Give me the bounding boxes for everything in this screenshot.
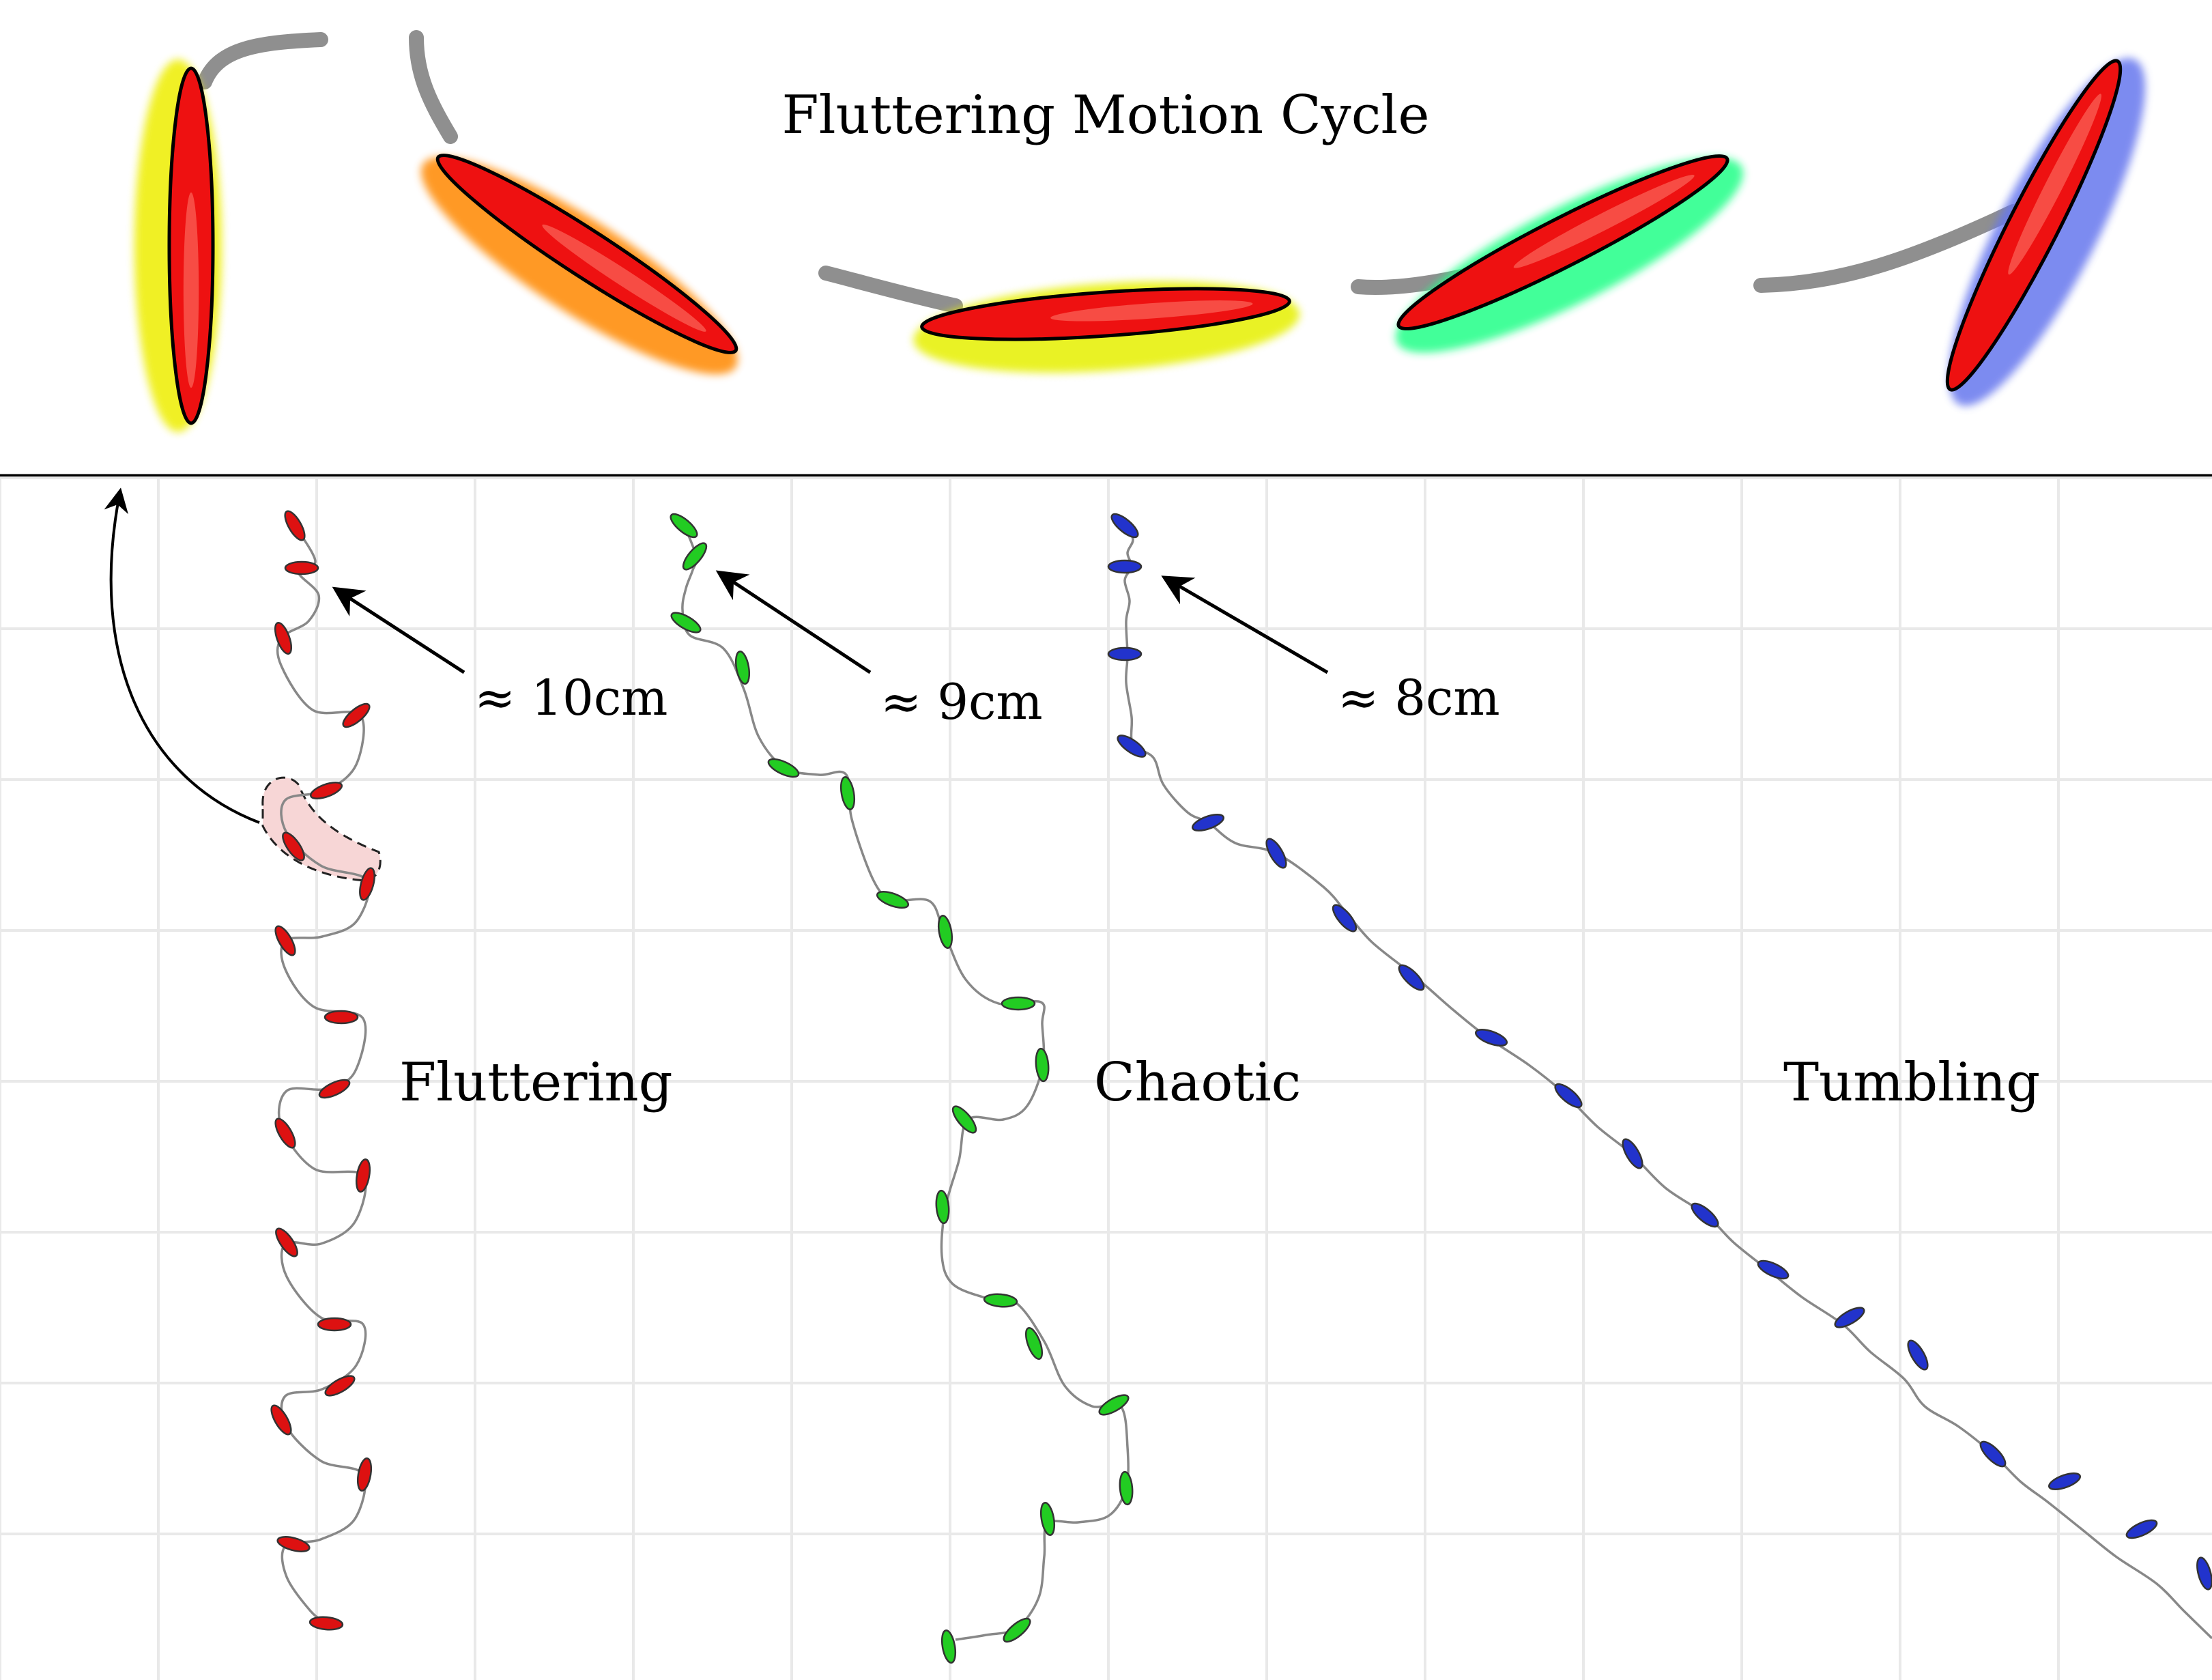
chaotic-disk-marker [670, 513, 698, 539]
tumbling-disk-marker [1757, 1259, 1790, 1280]
tumbling-disk-marker [1117, 735, 1147, 758]
chaotic-path [681, 524, 1130, 1641]
tumbling-trajectory [1107, 513, 2212, 1640]
trajectory-labels: ≈ 10cm ≈ 9cm ≈ 8cm Fluttering Chaotic Tu… [332, 570, 2040, 1113]
chaotic-disk-marker [767, 758, 800, 778]
cycle-panel: Fluttering Motion Cycle [134, 30, 2146, 432]
fluttering-disk-marker [309, 781, 343, 800]
chaotic-trajectory [670, 513, 1134, 1664]
chaotic-disk-marker [1039, 1502, 1056, 1536]
chaotic-disk-marker [1098, 1394, 1130, 1416]
fluttering-disk-marker [324, 1010, 359, 1025]
background-grid [0, 476, 2212, 1680]
chaotic-disk-marker [670, 612, 702, 633]
chaotic-label: Chaotic [1094, 1052, 1301, 1113]
tumbling-disk-marker [1398, 964, 1425, 991]
tumbling-disk-marker [1979, 1440, 2007, 1468]
fluttering-pointer-arrow [332, 586, 465, 674]
chaotic-disk-marker [983, 1293, 1018, 1308]
fluttering-disk-marker [270, 1404, 292, 1436]
tumbling-disk-marker [2125, 1519, 2158, 1539]
chaotic-disk-marker [1001, 996, 1036, 1011]
fluttering-disk-marker [318, 1079, 351, 1099]
fluttering-start-annotation: ≈ 10cm [332, 586, 667, 726]
fluttering-label: Fluttering [399, 1052, 673, 1113]
fluttering-disk-marker [282, 831, 305, 862]
chaotic-disk-marker [1119, 1470, 1134, 1506]
chaotic-disk-marker [935, 1189, 950, 1225]
chaotic-disk-marker [937, 915, 953, 949]
cycle-stage-2 [409, 30, 738, 375]
chaotic-disk-marker [1003, 1617, 1031, 1643]
fluttering-disk-marker [359, 867, 375, 901]
tumbling-disk-marker [1834, 1307, 1865, 1328]
tumbling-disk-marker [1622, 1138, 1643, 1169]
fluttering-disk-marker [342, 702, 371, 728]
fluttering-disk-marker [275, 1227, 298, 1257]
motion-trail [409, 30, 458, 144]
trajectory-panel: ≈ 10cm ≈ 9cm ≈ 8cm Fluttering Chaotic Tu… [0, 476, 2212, 1680]
disk-highlight [183, 193, 199, 388]
motion-trail [1753, 204, 2021, 293]
chaotic-disk-marker [876, 890, 910, 909]
motion-trail [818, 266, 963, 313]
disk-highlight [2008, 94, 2101, 275]
tumbling-disk-marker [1265, 838, 1287, 869]
tumbling-disk-marker [1191, 813, 1225, 832]
tumbling-disk-marker [1691, 1202, 1719, 1228]
zoom-arrow [104, 487, 260, 824]
tumbling-disk-marker [1907, 1339, 1929, 1371]
tumbling-disk-marker [1474, 1028, 1508, 1047]
tumbling-disk-marker [2048, 1472, 2082, 1491]
fluttering-disk-marker [284, 560, 319, 575]
fluttering-disk-marker [276, 1536, 311, 1552]
tumbling-disk-marker [1107, 559, 1143, 574]
chaotic-disk-marker [951, 1105, 977, 1134]
fluttering-disk-marker [284, 510, 306, 541]
fluttering-trajectory [270, 510, 375, 1631]
fluttering-disk-marker [274, 621, 293, 655]
chaotic-disk-marker [1035, 1047, 1050, 1083]
chaotic-disk-marker [940, 1629, 957, 1664]
chaotic-disk-marker [1024, 1326, 1044, 1361]
tumbling-distance-label: ≈ 8cm [1338, 669, 1500, 726]
tumbling-disk-marker [1110, 513, 1139, 539]
fluttering-disk-marker [317, 1317, 352, 1332]
chaotic-pointer-arrow [715, 570, 872, 674]
chaotic-disk-marker [839, 776, 856, 810]
fluttering-distance-label: ≈ 10cm [474, 669, 667, 726]
cycle-zoom-callout [104, 487, 382, 882]
cycle-stage-5 [1753, 58, 2146, 406]
tumbling-disk-marker [2196, 1556, 2212, 1591]
disk-highlight [1513, 175, 1695, 268]
chaotic-start-annotation: ≈ 9cm [715, 570, 1043, 730]
cycle-stages [134, 30, 2146, 432]
fluttering-disk-marker [355, 1158, 371, 1193]
cycle-stage-3 [818, 266, 1300, 373]
tumbling-disk-marker [1554, 1083, 1583, 1109]
disk-highlight [542, 224, 706, 332]
fluttering-disk-marker [356, 1457, 373, 1492]
tumbling-pointer-arrow [1161, 575, 1329, 674]
tumbling-disk-marker [1332, 904, 1358, 932]
tumbling-start-annotation: ≈ 8cm [1161, 575, 1500, 726]
tumbling-label: Tumbling [1783, 1052, 2040, 1113]
chaotic-distance-label: ≈ 9cm [880, 673, 1043, 730]
tumbling-disk-marker [1107, 646, 1143, 661]
fluttering-disk-marker [308, 1616, 344, 1631]
cycle-stage-4 [1351, 154, 1744, 353]
fluttering-path [276, 525, 371, 1625]
cycle-stage-1 [134, 32, 328, 432]
chaotic-disk-marker [682, 542, 708, 571]
fluttering-disk-marker [274, 1117, 296, 1149]
figure-title: Fluttering Motion Cycle [782, 85, 1430, 146]
fluttering-disk-marker [324, 1375, 356, 1397]
motion-trail [197, 32, 328, 89]
trajectories [270, 510, 2212, 1664]
chaotic-disk-marker [734, 651, 751, 685]
fluttering-disk-marker [274, 925, 296, 956]
disk-highlight [1050, 300, 1253, 322]
